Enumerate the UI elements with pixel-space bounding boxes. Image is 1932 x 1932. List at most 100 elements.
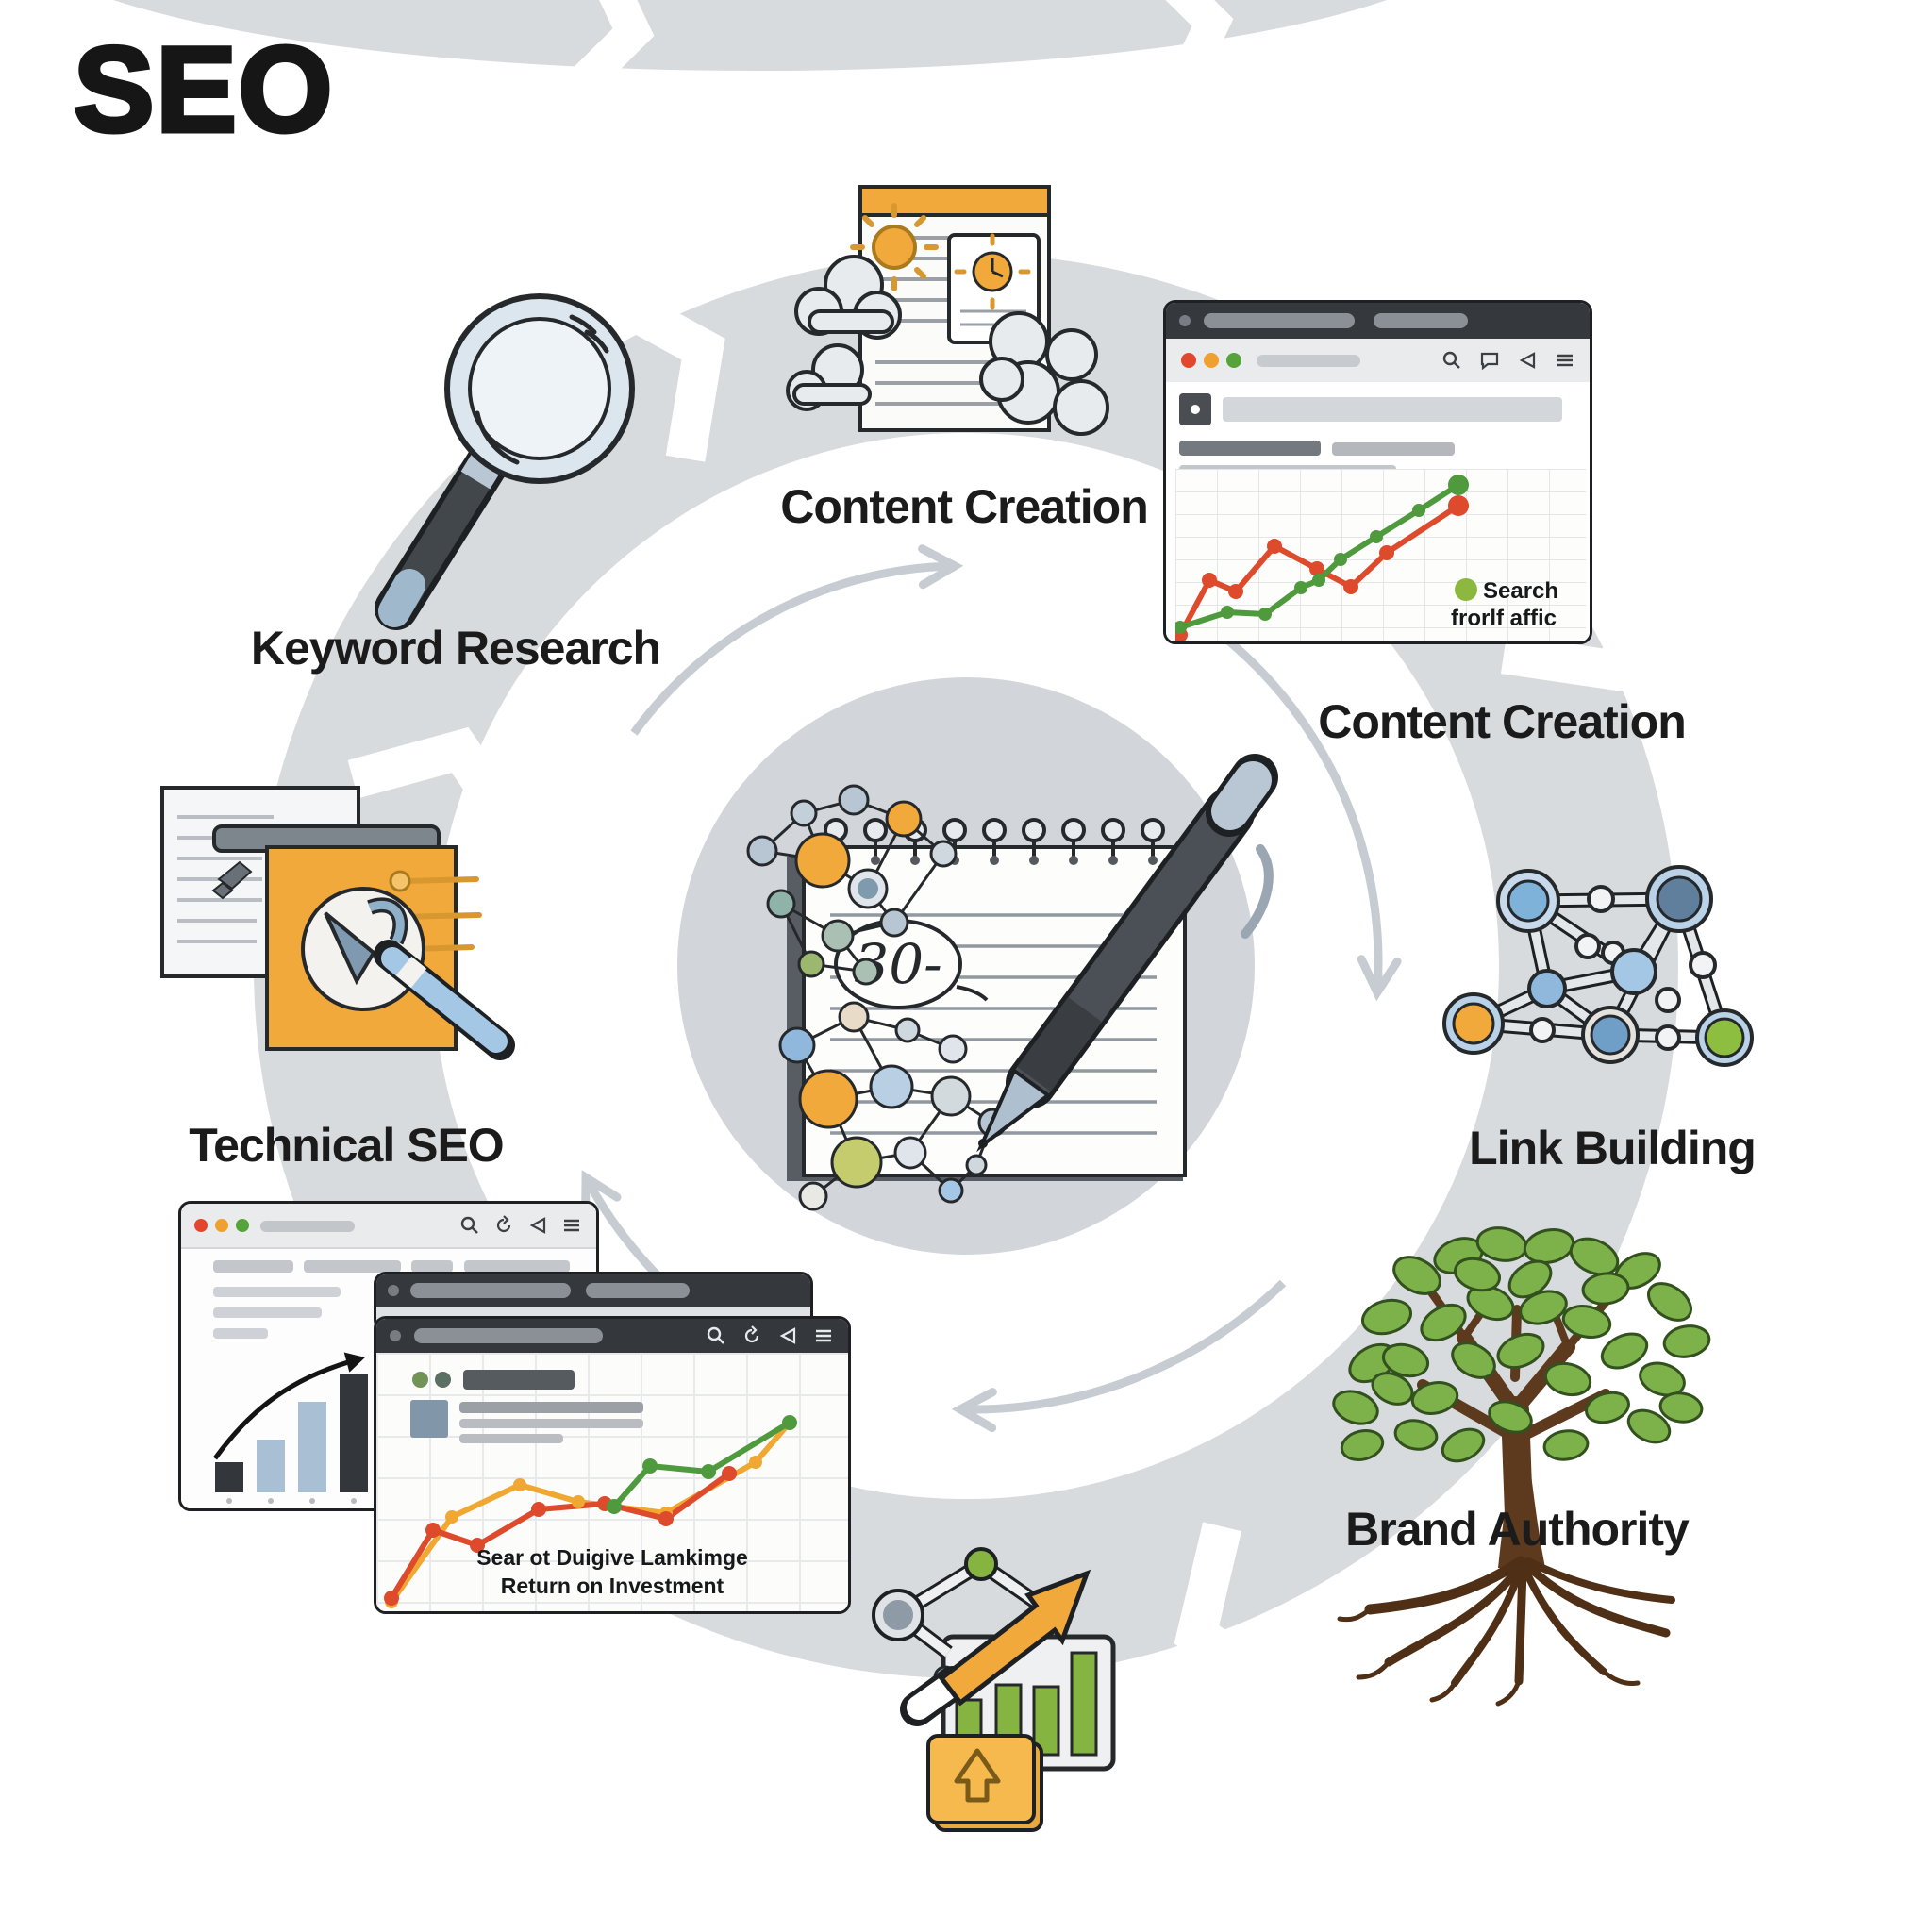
band-chevron [1500,562,1683,692]
text-placeholder [463,1370,575,1390]
chart-annotation: Sear ot Duigive Lamkimge Return on Inves… [376,1543,848,1600]
text-placeholder [464,1260,570,1273]
text-placeholder [459,1434,563,1443]
label-content-creation-top: Content Creation [780,480,1149,533]
legend-line2: frorlf affic [1451,606,1557,631]
traffic-light-green[interactable] [236,1219,249,1232]
tree-leaves [1332,1226,1711,1463]
browser-tab-bar [1166,303,1590,339]
bubble-cluster-icon [979,311,1109,436]
share-icon[interactable] [1516,349,1539,372]
legend-line1: Search [1483,578,1558,604]
avatar [410,1400,448,1438]
refresh-icon[interactable] [492,1214,515,1237]
text-placeholder [213,1287,341,1297]
cursor-icon [324,911,376,986]
refresh-icon[interactable] [741,1324,763,1347]
tree-icon [1332,1226,1711,1707]
text-placeholder [213,1307,322,1318]
molecule-cluster-top-icon [746,784,958,986]
browser-tab[interactable] [1204,313,1355,328]
page-title: SEO [71,21,335,160]
roi-chart [384,1415,797,1608]
search-icon[interactable] [458,1214,481,1237]
sun-doodle-icon [850,203,939,291]
text-placeholder [1332,442,1455,456]
menu-icon[interactable] [1554,349,1576,372]
green-series-dots [1175,478,1465,634]
label-brand-authority: Brand Authority [1345,1503,1690,1556]
chart-legend: Search frorlf affic [1451,578,1558,631]
text-placeholder [213,1328,268,1339]
browser-window-roi: Sear ot Duigive Lamkimge Return on Inves… [374,1316,851,1614]
spiral-binding [824,818,1165,865]
text-placeholder [459,1402,643,1413]
link-network-icon [1442,865,1754,1067]
content-documents-icon [786,185,1109,436]
tree-roots [1337,1556,1675,1707]
search-icon[interactable] [1441,349,1463,372]
traffic-light-red[interactable] [194,1219,208,1232]
browser-content: Search frorlf affic [1166,382,1590,641]
clock-sun-doodle-icon [954,233,1031,326]
text-placeholder [459,1419,643,1428]
search-field[interactable] [1223,397,1562,422]
text-placeholder [1179,441,1321,456]
browser-toolbar [181,1204,596,1249]
search-traffic-chart: Search frorlf affic [1175,469,1586,641]
browser-tab[interactable] [1374,313,1468,328]
address-bar[interactable] [1257,355,1360,367]
text-placeholder [304,1260,401,1273]
flow-arrow-left [951,1279,1287,1433]
traffic-light-orange[interactable] [1204,353,1219,368]
search-box-dot [1191,405,1200,414]
address-bar[interactable] [260,1221,355,1232]
window-dot [1179,315,1191,326]
status-dot-green [412,1372,428,1388]
annotation-line1: Sear ot Duigive Lamkimge [476,1545,748,1570]
traffic-light-red[interactable] [1181,353,1196,368]
traffic-light-green[interactable] [1226,353,1241,368]
magnifier-icon [375,293,635,630]
top-decorative-band [113,0,1387,101]
text-placeholder [411,1260,453,1273]
window-dot [390,1330,401,1341]
traffic-light-orange[interactable] [215,1219,228,1232]
browser-tab[interactable] [586,1283,690,1298]
red-series-dots [384,1466,737,1606]
cloud-icon [786,255,902,411]
label-keyword-research: Keyword Research [250,622,661,675]
growth-bar-chart [212,1352,368,1504]
green-series-dots [607,1415,797,1514]
share-icon[interactable] [526,1214,549,1237]
browser-tab-bar [376,1274,810,1307]
window-dot [388,1285,399,1296]
band-chevron [596,278,725,462]
doodle-icon [211,860,253,900]
up-arrow-icon [938,1569,1091,1707]
browser-window-search-traffic: Search frorlf affic [1163,300,1592,644]
menu-icon[interactable] [560,1214,583,1237]
network-node [1442,865,1754,1067]
trend-arrow [212,1352,365,1460]
search-icon[interactable] [705,1324,727,1347]
browser-tab[interactable] [414,1328,603,1343]
band-chevron [1174,1522,1301,1711]
browser-tab[interactable] [410,1283,571,1298]
band-chevron [347,726,540,853]
growth-icon [872,1547,1116,1832]
share-icon[interactable] [776,1324,799,1347]
chat-icon[interactable] [1478,349,1501,372]
technical-seo-folder-icon [160,786,515,1060]
browser-tab-bar [376,1319,848,1353]
pen-icon [976,754,1278,1153]
label-link-building: Link Building [1469,1122,1757,1174]
text-placeholder [213,1260,293,1273]
menu-icon[interactable] [812,1324,835,1347]
green-series-line [611,1420,791,1508]
browser-content: Sear ot Duigive Lamkimge Return on Inves… [376,1353,848,1611]
flow-arrow-right [630,544,964,736]
upgrade-badge-icon [926,1734,1043,1832]
